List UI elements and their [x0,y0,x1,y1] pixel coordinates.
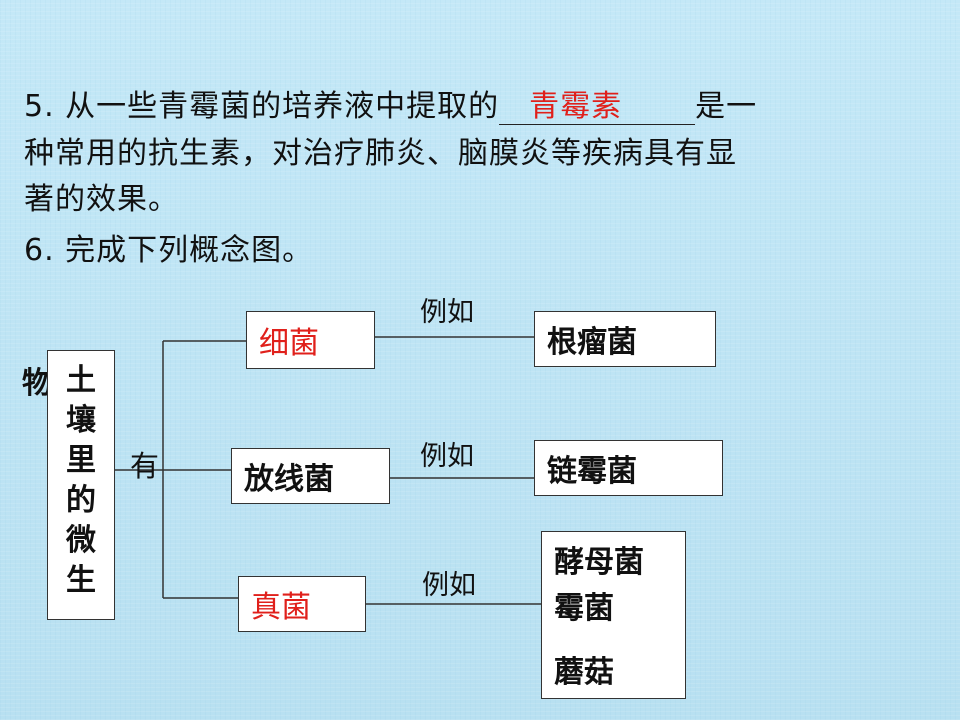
category-box-bacteria: 细菌 [246,311,375,369]
example-label: 链霉菌 [547,454,637,489]
example-label: 霉菌 [554,591,614,626]
category-box-fungi: 真菌 [238,576,366,632]
root-char: 的 [66,483,96,518]
question-6-title: 6. 完成下列概念图。 [24,233,314,268]
relation-label: 例如 [420,297,474,328]
category-label: 放线菌 [244,462,334,497]
q5-text-suffix: 是一 [695,89,758,124]
root-node-box: 土 壤 里 的 微 生 [47,350,115,620]
relation-label: 例如 [422,570,476,601]
relation-label: 例如 [420,441,474,472]
question-5-line-1: 5. 从一些青霉菌的培养液中提取的青霉素 是一 [24,84,757,130]
example-box-1: 根瘤菌 [534,311,716,367]
root-char: 壤 [66,403,96,438]
category-label: 真菌 [251,590,311,625]
root-char: 生 [66,563,96,598]
root-char: 里 [66,443,96,478]
category-label: 细菌 [259,326,319,361]
example-label: 蘑菇 [554,655,614,690]
root-char: 微 [66,523,96,558]
root-char: 土 [66,363,96,398]
question-5-line-3: 著的效果。 [24,182,179,217]
example-label: 根瘤菌 [547,325,637,360]
question-5-line-2: 种常用的抗生素，对治疗肺炎、脑膜炎等疾病具有显 [24,136,737,171]
example-box-3: 酵母菌 霉菌 蘑菇 [541,531,686,699]
answer-text: 青霉素 [529,89,623,124]
connector-label: 有 [130,449,160,483]
category-box-actinomycetes: 放线菌 [231,448,390,504]
answer-blank: 青霉素 [499,89,696,125]
example-box-2: 链霉菌 [534,440,723,496]
example-label: 酵母菌 [554,545,644,580]
q5-text-prefix: 5. 从一些青霉菌的培养液中提取的 [24,89,500,124]
